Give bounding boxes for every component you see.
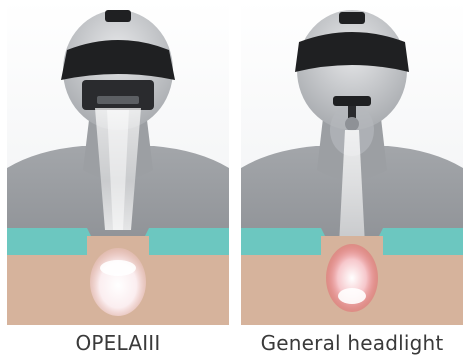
general-headlight-scene xyxy=(241,0,463,325)
general-headlight-illustration xyxy=(241,0,463,325)
opela-device xyxy=(82,80,154,110)
opela-scene xyxy=(7,0,229,325)
top-knob xyxy=(105,10,131,22)
opela-illustration xyxy=(7,0,229,325)
opela-lens-strip xyxy=(97,96,139,104)
light-spot xyxy=(90,248,146,316)
caption-general-headlight: General headlight xyxy=(241,331,463,355)
caption-opela: OPELAIII xyxy=(7,331,229,355)
headlight-lamp xyxy=(345,117,359,131)
lamp-stem xyxy=(348,106,356,118)
front-bar xyxy=(333,96,371,106)
top-knob xyxy=(339,12,365,24)
